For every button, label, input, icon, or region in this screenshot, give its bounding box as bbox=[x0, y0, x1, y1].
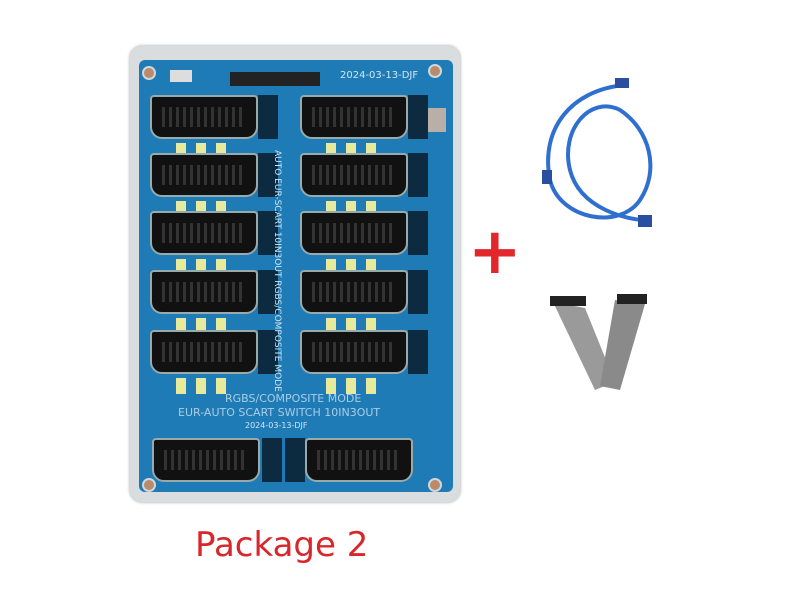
scart-connector bbox=[300, 153, 408, 197]
capacitor bbox=[216, 318, 226, 334]
board-date-label: 2024-03-13-DJF bbox=[340, 70, 419, 81]
capacitor bbox=[176, 318, 186, 334]
capacitor bbox=[326, 201, 336, 217]
connector-housing bbox=[262, 438, 282, 482]
capacitor bbox=[366, 378, 376, 394]
scart-connector bbox=[150, 330, 258, 374]
mount-hole bbox=[142, 478, 156, 492]
connector-housing bbox=[408, 95, 428, 139]
capacitor bbox=[346, 201, 356, 217]
scart-connector bbox=[300, 270, 408, 314]
connector-housing bbox=[408, 270, 428, 314]
scart-connector bbox=[300, 330, 408, 374]
scart-connector bbox=[150, 95, 258, 139]
capacitor bbox=[326, 259, 336, 275]
mount-hole bbox=[428, 64, 442, 78]
capacitor bbox=[326, 318, 336, 334]
connector-housing bbox=[408, 153, 428, 197]
board-vertical-label: AUTO EUR-SCART 10IN3OUT RGBS/COMPOSITE M… bbox=[272, 150, 282, 392]
capacitor bbox=[366, 143, 376, 159]
capacitor bbox=[196, 201, 206, 217]
scart-connector bbox=[300, 211, 408, 255]
connector-housing bbox=[285, 438, 305, 482]
capacitor bbox=[346, 143, 356, 159]
capacitor bbox=[196, 259, 206, 275]
connector-housing bbox=[408, 330, 428, 374]
connector-housing bbox=[408, 211, 428, 255]
capacitor bbox=[366, 201, 376, 217]
connector-housing bbox=[258, 95, 278, 139]
capacitor bbox=[176, 201, 186, 217]
capacitor bbox=[326, 143, 336, 159]
capacitor bbox=[196, 318, 206, 334]
capacitor bbox=[346, 318, 356, 334]
board-date-label-2: 2024-03-13-DJF bbox=[245, 421, 308, 430]
capacitor bbox=[346, 259, 356, 275]
connector-housing bbox=[258, 270, 278, 314]
capacitor bbox=[196, 378, 206, 394]
capacitor bbox=[216, 259, 226, 275]
capacitor bbox=[326, 378, 336, 394]
capacitor bbox=[216, 143, 226, 159]
scart-connector bbox=[150, 153, 258, 197]
scart-connector bbox=[150, 211, 258, 255]
board-mode-label: RGBS/COMPOSITE MODE bbox=[225, 392, 362, 405]
scart-connector bbox=[305, 438, 413, 482]
capacitor bbox=[196, 143, 206, 159]
scart-connector bbox=[300, 95, 408, 139]
capacitor bbox=[346, 378, 356, 394]
usb-cable bbox=[542, 78, 653, 227]
mount-hole bbox=[428, 478, 442, 492]
ribbon-header-connector bbox=[230, 72, 320, 86]
capacitor bbox=[366, 318, 376, 334]
board-model-label: EUR-AUTO SCART SWITCH 10IN3OUT bbox=[178, 406, 381, 419]
capacitor bbox=[216, 201, 226, 217]
connector-housing bbox=[258, 330, 278, 374]
scart-connector bbox=[150, 270, 258, 314]
capacitor bbox=[176, 259, 186, 275]
mode-switch bbox=[170, 70, 192, 82]
capacitor bbox=[176, 143, 186, 159]
capacitor bbox=[366, 259, 376, 275]
package-caption: Package 2 bbox=[195, 525, 369, 565]
connector-housing bbox=[258, 153, 278, 197]
capacitor bbox=[216, 378, 226, 394]
capacitor bbox=[176, 378, 186, 394]
ribbon-cable bbox=[550, 294, 647, 390]
scart-connector bbox=[152, 438, 260, 482]
mount-hole bbox=[142, 66, 156, 80]
plus-sign: + bbox=[468, 215, 522, 289]
connector-housing bbox=[258, 211, 278, 255]
